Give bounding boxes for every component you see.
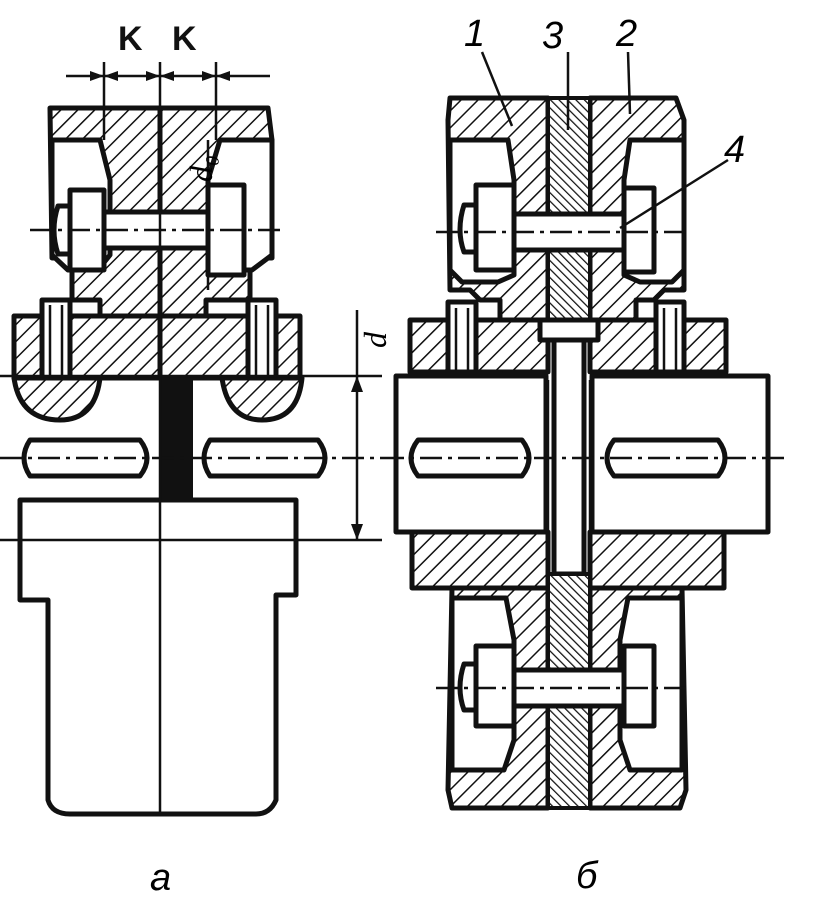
label-k-left: K: [118, 20, 143, 58]
view-b: 1 3 2 4 б: [382, 13, 790, 897]
label-d: d: [357, 331, 393, 348]
key-groove-right: [219, 375, 305, 423]
caption-b: б: [576, 855, 599, 897]
hub-right: [157, 313, 303, 381]
label-part-2: 2: [615, 13, 637, 55]
bolt-b-upper-head: [473, 182, 517, 273]
set-screw-right: [245, 297, 279, 381]
hub-left: [11, 313, 163, 381]
bolt-b-upper-nut: [621, 185, 657, 275]
label-part-3: 3: [542, 15, 563, 57]
gap-between-halves: [161, 377, 193, 501]
view-a: K K d₀ d a: [0, 20, 393, 899]
key-groove-left: [11, 375, 103, 423]
hub-2-lower: [587, 529, 727, 591]
label-part-4: 4: [724, 129, 745, 171]
label-part-1: 1: [464, 13, 485, 55]
label-k-right: K: [172, 20, 197, 58]
body-lower: [17, 497, 299, 817]
set-screw-b-left: [445, 299, 479, 377]
caption-a: a: [150, 857, 171, 899]
set-screw-b-right: [653, 299, 687, 377]
hub-1: [407, 317, 551, 375]
hub-1-lower: [409, 529, 551, 591]
label-d0: d₀: [183, 155, 219, 182]
keyway-right: [201, 437, 328, 479]
set-screw-left: [39, 297, 73, 381]
